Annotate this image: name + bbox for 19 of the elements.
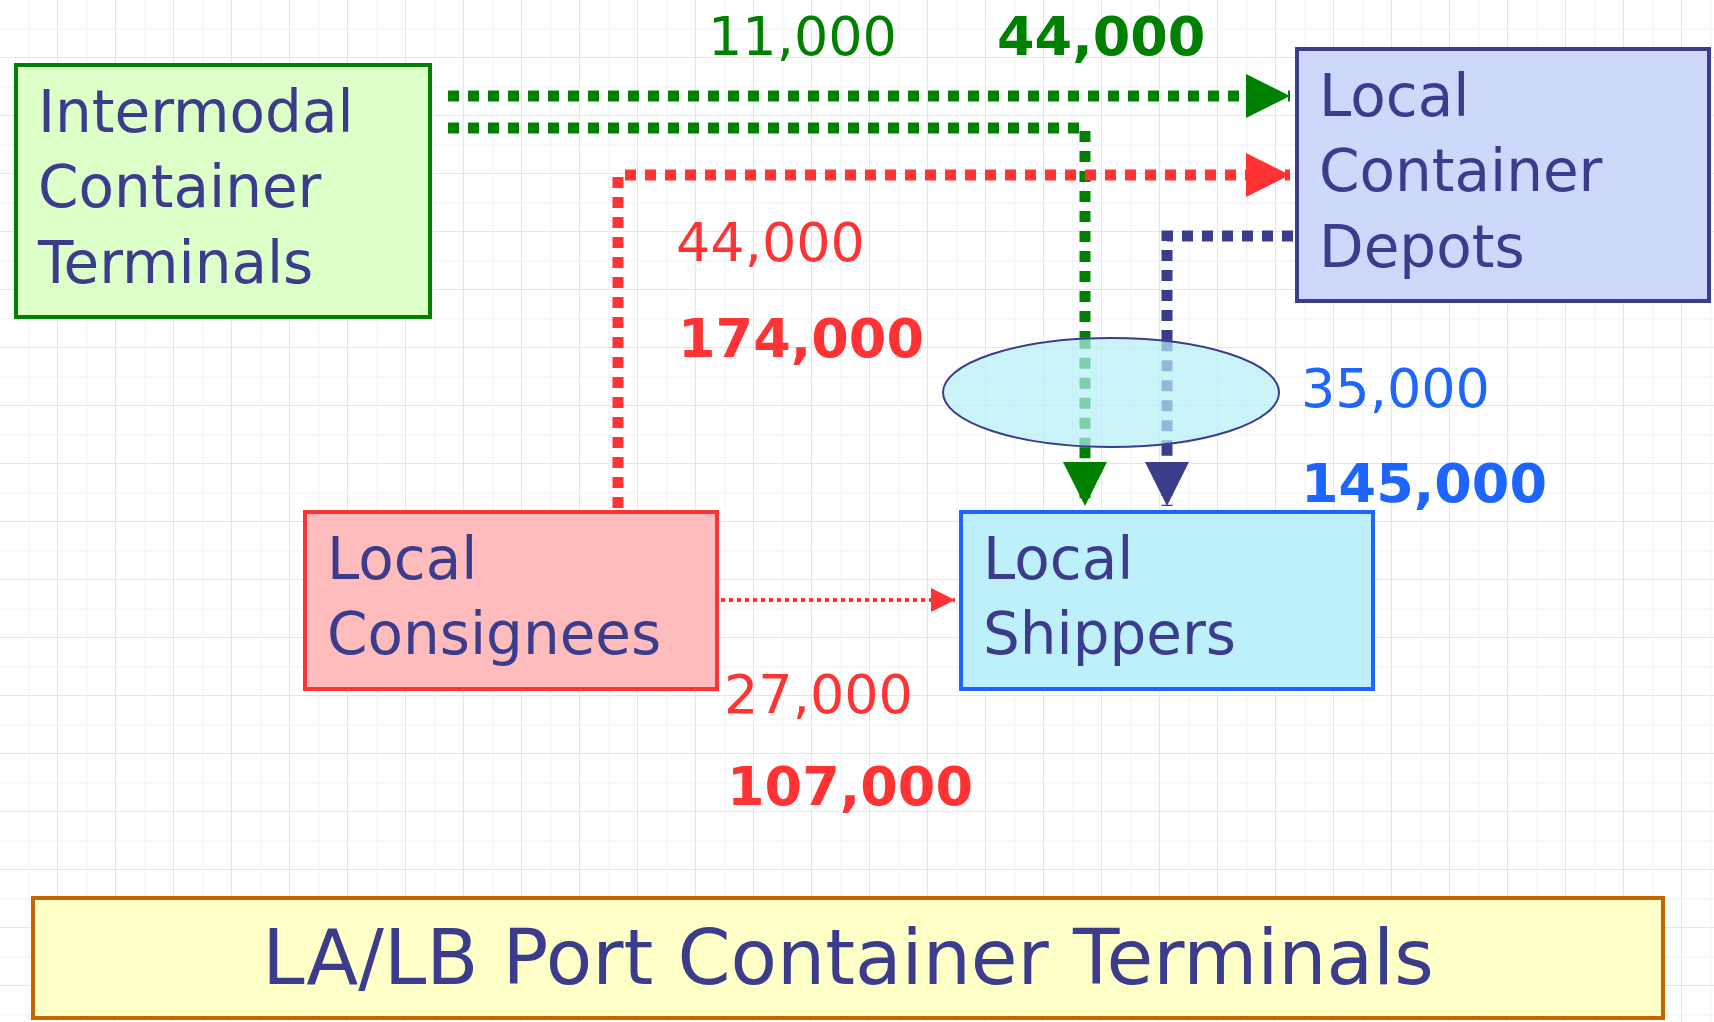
ellipse-shape [942, 337, 1280, 448]
flow-value-label: 107,000 [727, 760, 973, 814]
arrow [1063, 447, 1107, 506]
process-box: Local Consignees [303, 510, 719, 691]
arrow [448, 74, 1290, 118]
banner-box: LA/LB Port Container Terminals [31, 896, 1665, 1020]
flow-value-label: 174,000 [678, 312, 924, 366]
flow-value-label: 145,000 [1301, 457, 1547, 511]
flow-value-label: 44,000 [676, 216, 865, 270]
flow-value-label: 27,000 [724, 668, 913, 722]
process-box: Intermodal Container Terminals [14, 63, 432, 319]
flow-value-label: 35,000 [1301, 362, 1490, 416]
arrow [721, 588, 955, 612]
process-box: Local Shippers [959, 510, 1375, 691]
process-box: Local Container Depots [1295, 47, 1711, 303]
flow-value-label: 11,000 [708, 10, 897, 64]
flow-value-label: 44,000 [997, 10, 1206, 64]
arrow [612, 153, 1290, 508]
arrow [1145, 444, 1189, 506]
